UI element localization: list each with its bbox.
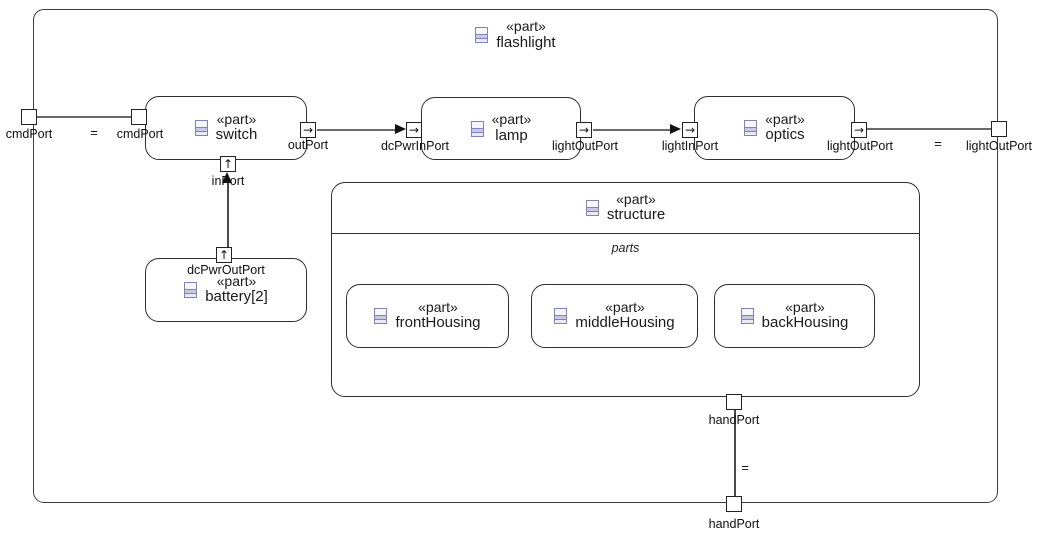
block-stereotype: «part»	[491, 111, 532, 128]
up-arrow-icon: ↑	[222, 157, 234, 171]
port-structure-handPort[interactable]	[726, 394, 742, 410]
part-icon	[470, 120, 484, 137]
port-lamp-dcPwrInPort[interactable]: →	[406, 122, 422, 138]
connector-lightoutport-frame[interactable]	[867, 128, 991, 130]
port-frame-cmdPort[interactable]	[21, 109, 37, 125]
part-icon	[554, 308, 568, 324]
port-label: cmdPort	[116, 127, 164, 141]
port-switch-outPort[interactable]: →	[300, 122, 316, 138]
block-stereotype: «part»	[765, 110, 805, 127]
block-backHousing[interactable]: «part» backHousing	[714, 284, 875, 348]
block-name: lamp	[495, 126, 528, 144]
port-label: handPort	[708, 413, 760, 427]
part-icon	[740, 308, 754, 324]
connector-cmdport[interactable]	[37, 116, 131, 118]
right-arrow-icon: →	[853, 123, 865, 137]
block-middleHousing[interactable]: «part» middleHousing	[531, 284, 698, 348]
frame-stereotype: «part»	[506, 18, 546, 34]
block-frontHousing[interactable]: «part» frontHousing	[346, 284, 509, 348]
block-name: switch	[215, 126, 258, 144]
block-stereotype: «part»	[616, 190, 656, 207]
port-battery-dcPwrOutPort[interactable]: ↑	[216, 247, 232, 263]
port-optics-lightInPort[interactable]: →	[682, 122, 698, 138]
block-stereotype: «part»	[785, 298, 825, 315]
connector-handport[interactable]	[734, 410, 736, 496]
frame-title: «part» flashlight	[33, 18, 998, 51]
block-switch[interactable]: «part» switch	[145, 96, 307, 160]
up-arrow-icon: ↑	[218, 248, 230, 262]
port-label: handPort	[708, 517, 760, 531]
block-stereotype: «part»	[216, 272, 257, 289]
port-frame-handPort[interactable]	[726, 496, 742, 512]
block-optics[interactable]: «part» optics	[694, 96, 855, 160]
connector-arrowhead	[670, 124, 681, 134]
block-name: optics	[765, 126, 805, 144]
port-switch-inPort[interactable]: ↑	[220, 156, 236, 172]
block-name: structure	[606, 206, 666, 224]
connector-arrowhead	[222, 172, 232, 183]
port-label: inPort	[211, 174, 245, 188]
block-lamp[interactable]: «part» lamp	[421, 97, 581, 160]
right-arrow-icon: →	[302, 123, 314, 137]
block-name: battery[2]	[205, 288, 268, 306]
block-name: middleHousing	[575, 314, 675, 332]
port-label: outPort	[287, 138, 329, 152]
port-frame-lightOutPort[interactable]	[991, 121, 1007, 137]
parts-compartment-label: parts	[611, 241, 640, 255]
part-icon	[374, 308, 388, 324]
block-name: backHousing	[761, 314, 849, 332]
block-name: frontHousing	[395, 314, 481, 332]
frame-name: flashlight	[496, 33, 556, 51]
port-label: lightInPort	[661, 139, 719, 153]
port-label: lightOutPort	[826, 139, 894, 153]
equals-label-lightout: =	[934, 136, 942, 151]
part-icon	[744, 120, 758, 136]
part-icon	[585, 200, 599, 216]
block-stereotype: «part»	[605, 298, 645, 315]
part-icon	[475, 27, 489, 44]
block-battery[interactable]: «part» battery[2]	[145, 258, 307, 322]
block-structure[interactable]: «part» structure parts «part» frontHousi…	[331, 182, 920, 397]
port-label: lightOutPort	[551, 139, 619, 153]
block-stereotype: «part»	[216, 110, 257, 127]
equals-label-hand: =	[741, 460, 749, 475]
right-arrow-icon: →	[408, 123, 420, 137]
port-label: lightOutPort	[965, 139, 1033, 153]
connector-lightoutport-lightinport[interactable]	[593, 129, 670, 131]
port-label: dcPwrOutPort	[187, 263, 265, 277]
right-arrow-icon: →	[578, 123, 590, 137]
port-optics-lightOutPort[interactable]: →	[851, 122, 867, 138]
connector-arrowhead	[395, 124, 406, 134]
connector-outport-dcpwrinport[interactable]	[317, 129, 396, 131]
port-label: cmdPort	[5, 127, 53, 141]
part-icon	[184, 282, 198, 298]
right-arrow-icon: →	[684, 123, 696, 137]
port-lamp-lightOutPort[interactable]: →	[576, 122, 592, 138]
port-switch-cmdPort[interactable]	[131, 109, 147, 125]
port-label: dcPwrInPort	[380, 139, 450, 153]
structure-header: «part» structure	[332, 183, 919, 234]
part-icon	[194, 120, 208, 136]
equals-label-cmd: =	[90, 125, 98, 140]
connector-dcpwroutport-inport[interactable]	[227, 182, 229, 247]
block-stereotype: «part»	[418, 298, 458, 315]
